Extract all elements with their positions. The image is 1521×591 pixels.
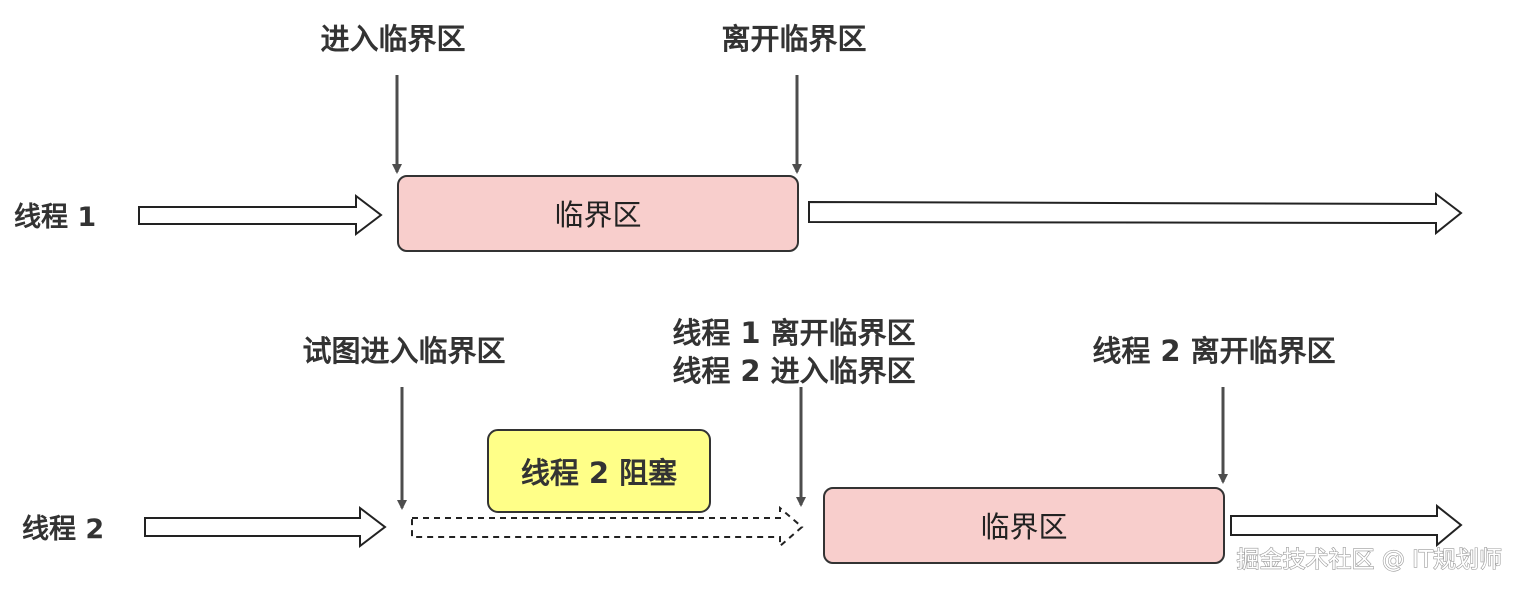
thread2-blocked-label: 线程 2 阻塞 [521, 456, 677, 490]
watermark-text: 掘金技术社区 @ IT规划师 [1237, 547, 1502, 573]
thread1-outgoing-arrow [808, 191, 1463, 236]
thread2-try-enter-label: 试图进入临界区 [302, 334, 505, 368]
thread2-name: 线程 2 [22, 514, 104, 545]
thread1-leave-label: 离开临界区 [721, 22, 866, 56]
thread2-incoming-arrow [144, 505, 387, 549]
thread-switch-label-line2: 线程 2 进入临界区 [672, 354, 915, 388]
thread1-name: 线程 1 [14, 202, 96, 233]
thread1-enter-label: 进入临界区 [320, 22, 465, 56]
thread2-critical-section-box [823, 487, 1225, 564]
thread2-waiting-dashed-arrow [411, 505, 804, 549]
thread1-incoming-arrow [138, 193, 383, 237]
thread2-outgoing-arrow [1230, 503, 1463, 548]
thread1-critical-section-box [397, 175, 799, 252]
thread-switch-label-line1: 线程 1 离开临界区 [672, 316, 915, 350]
thread2-blocked-box [487, 429, 711, 513]
thread2-leave-label: 线程 2 离开临界区 [1092, 334, 1335, 368]
thread2-critical-section-label: 临界区 [980, 510, 1067, 544]
thread1-critical-section-label: 临界区 [554, 198, 641, 232]
